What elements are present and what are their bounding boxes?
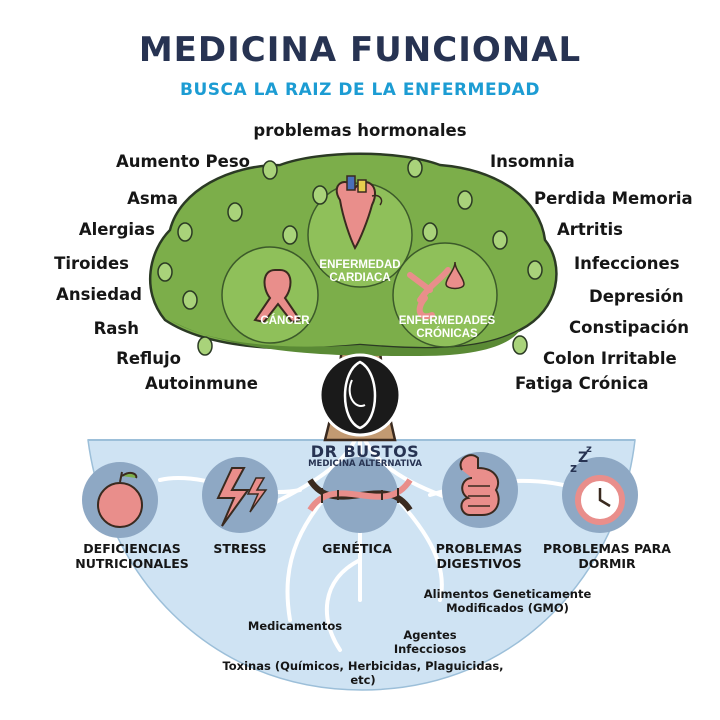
symptom-right: Constipación xyxy=(569,318,690,337)
lightning-icon xyxy=(202,457,278,533)
root-label-sleep: PROBLEMAS PARA DORMIR xyxy=(543,541,671,571)
brand-tagline: MEDICINA ALTERNATIVA xyxy=(308,459,422,469)
symptom-right: Perdida Memoria xyxy=(534,189,693,208)
brand-block: DR BUSTOS MEDICINA ALTERNATIVA xyxy=(290,442,440,469)
intestine-icon xyxy=(442,452,518,528)
symptom-left: Aumento Peso xyxy=(115,152,250,171)
symptom-left: Autoinmune xyxy=(144,374,258,393)
apple-icon xyxy=(82,462,158,538)
symptom-left: Reflujo xyxy=(116,349,181,368)
blood-drop-icon xyxy=(407,261,465,320)
page-subtitle: BUSCA LA RAIZ DE LA ENFERMEDAD xyxy=(180,80,540,100)
symptom-right: Artritis xyxy=(557,220,623,239)
cause-toxins: Toxinas (Químicos, Herbicidas, Plaguicid… xyxy=(222,659,504,687)
alarm-clock-icon: z Z z xyxy=(562,444,638,533)
brand-logo xyxy=(318,353,402,437)
page-title: MEDICINA FUNCIONAL xyxy=(138,30,582,70)
brand-name: DR BUSTOS xyxy=(310,442,420,461)
symptom-left: Rash xyxy=(93,319,139,338)
cause-meds: Medicamentos xyxy=(247,619,343,633)
root-label-genetics: GENÉTICA xyxy=(322,541,392,556)
heart-icon xyxy=(335,175,383,251)
dna-icon xyxy=(307,457,413,533)
root-label-nutrition: DEFICIENCIAS NUTRICIONALES xyxy=(75,541,189,571)
leaf-icons xyxy=(157,158,543,356)
symptom-left: Ansiedad xyxy=(56,285,142,304)
cause-infectious: Agentes Infecciosos xyxy=(393,628,467,656)
symptom-top: problemas hormonales xyxy=(253,121,467,140)
cancer-label: CÁNCER xyxy=(260,315,310,327)
heart-disease-label: ENFERMEDAD CARDIACA xyxy=(319,259,401,284)
symptom-right: Depresión xyxy=(589,287,684,306)
symptom-right: Insomnia xyxy=(490,152,575,171)
root-label-stress: STRESS xyxy=(213,541,267,556)
ribbon-icon xyxy=(253,269,302,324)
symptom-right: Colon Irritable xyxy=(543,349,677,368)
symptom-right: Infecciones xyxy=(574,254,680,273)
svg-text:z: z xyxy=(570,461,577,475)
cause-gmo: Alimentos Geneticamente Modificados (GMO… xyxy=(423,587,592,615)
svg-text:z: z xyxy=(586,444,592,455)
symptom-right: Fatiga Crónica xyxy=(515,374,649,393)
root-label-digestive: PROBLEMAS DIGESTIVOS xyxy=(435,541,523,571)
chronic-disease-label: ENFERMEDADES CRÓNICAS xyxy=(398,315,496,340)
symptom-left: Asma xyxy=(127,189,178,208)
svg-text:Z: Z xyxy=(578,450,588,466)
symptom-left: Alergias xyxy=(78,220,155,239)
symptom-left: Tiroides xyxy=(54,254,129,273)
